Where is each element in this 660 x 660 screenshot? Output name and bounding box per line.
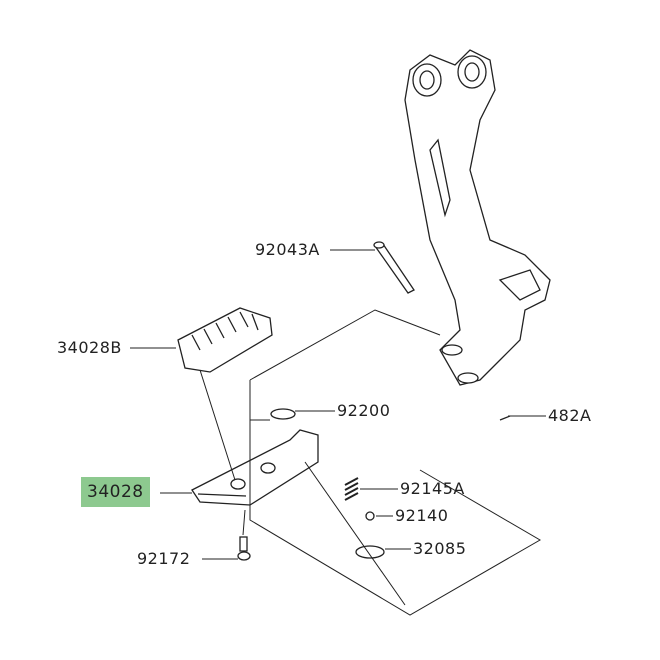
part-label-482A[interactable]: 482A: [548, 406, 592, 425]
part-label-92043A[interactable]: 92043A: [255, 240, 320, 259]
rubber-34028B: [177, 307, 273, 373]
part-label-92145A[interactable]: 92145A: [400, 479, 465, 498]
ball-92140: [365, 511, 375, 521]
footrest-34028: [191, 429, 319, 506]
part-label-34028-highlighted[interactable]: 34028: [81, 477, 150, 507]
part-label-34028B[interactable]: 34028B: [57, 338, 122, 357]
part-label-92140[interactable]: 92140: [395, 506, 449, 525]
pin-92043A: [373, 241, 415, 294]
part-label-32085[interactable]: 32085: [413, 539, 467, 558]
spring-92145A: [344, 477, 359, 501]
washer-92200: [270, 408, 296, 420]
part-label-92172[interactable]: 92172: [137, 549, 191, 568]
part-label-92200[interactable]: 92200: [337, 401, 391, 420]
bolt-92172: [237, 536, 251, 561]
cotter-482A: [499, 415, 511, 421]
footrest-bracket: [404, 49, 551, 386]
plate-32085: [355, 545, 385, 559]
